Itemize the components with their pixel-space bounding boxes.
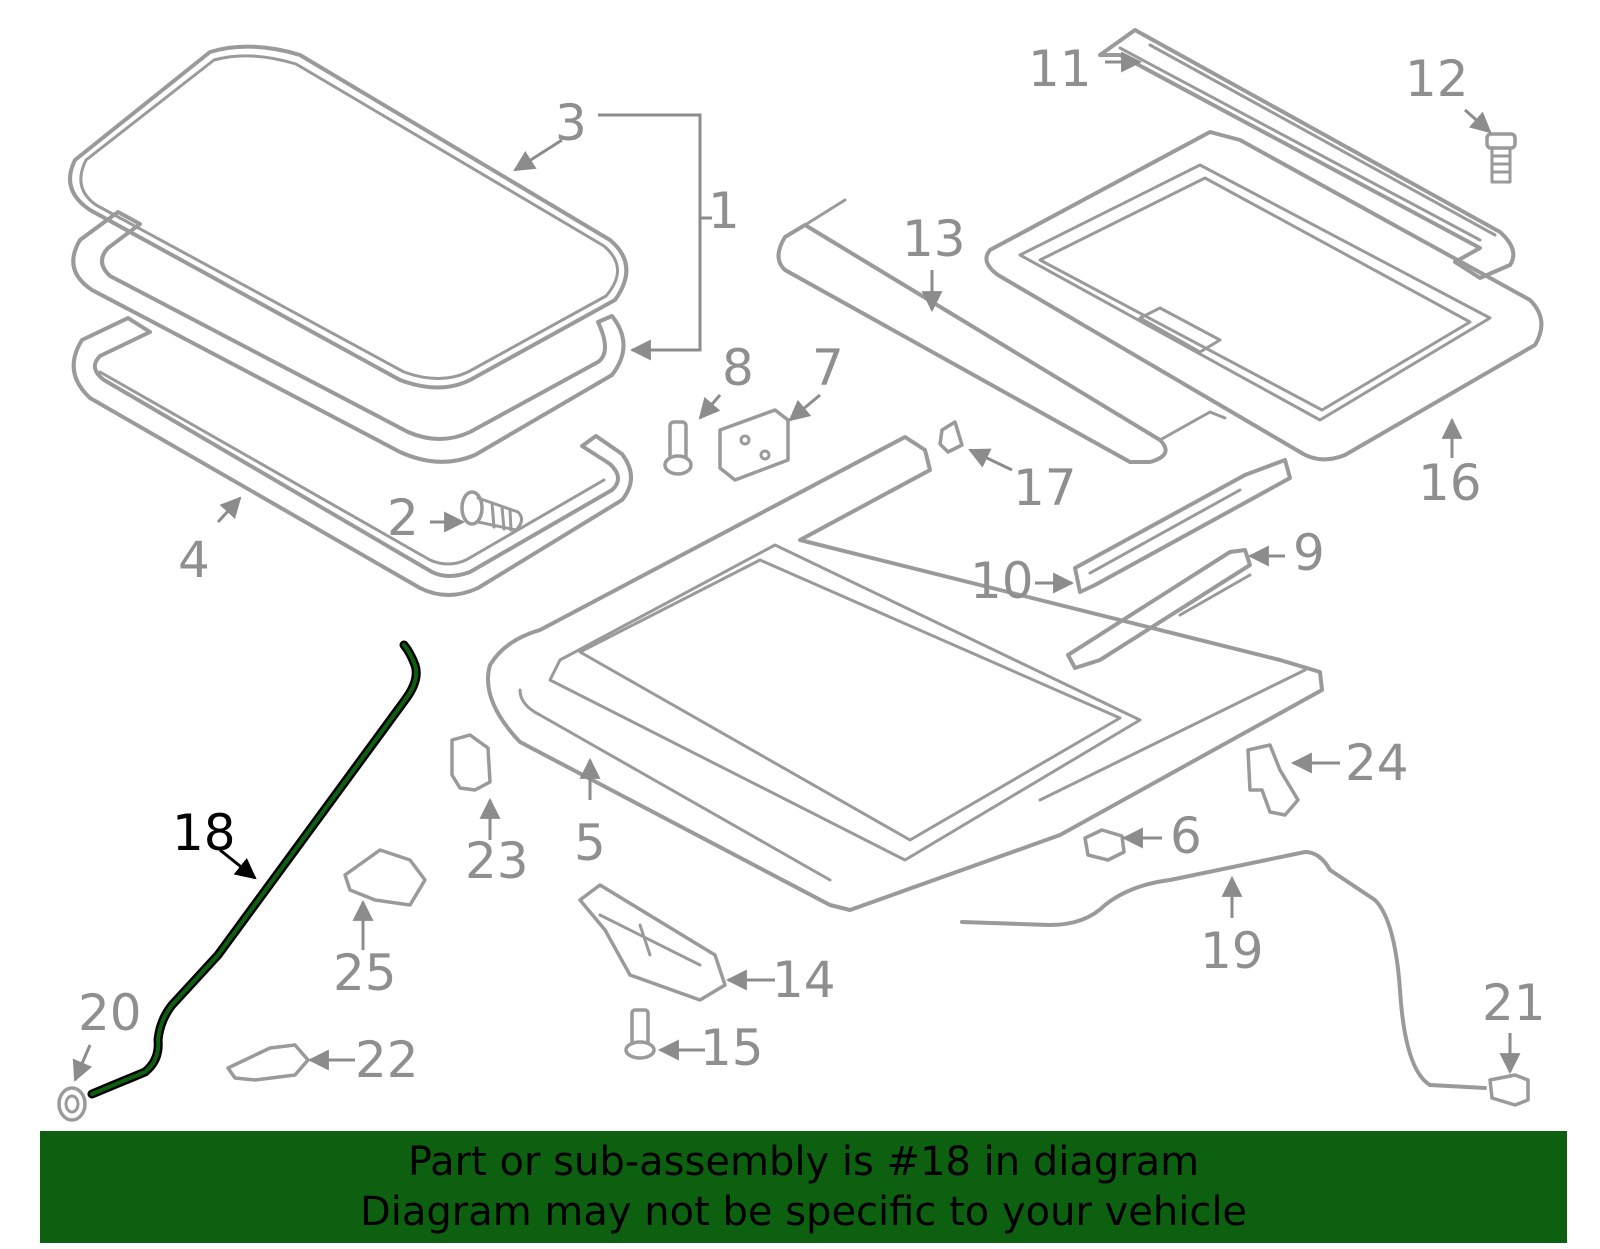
drain-hose-part-19 (960, 850, 1487, 1090)
glass-module-part-16 (984, 130, 1544, 462)
callout-3: 3 (555, 94, 587, 152)
callout-18: 18 (172, 804, 236, 862)
guide-part-10 (1073, 458, 1292, 594)
callout-17: 17 (1013, 459, 1077, 517)
callout-23: 23 (465, 832, 529, 890)
banner-line-1: Part or sub-assembly is #18 in diagram (407, 1139, 1200, 1185)
callout-4: 4 (178, 531, 210, 589)
callout-9: 9 (1293, 524, 1325, 582)
callout-15: 15 (700, 1019, 764, 1077)
bolt-part-8 (663, 420, 693, 476)
leader-lines (72, 51, 1521, 1082)
callout-1: 1 (708, 182, 740, 240)
bracket-part-7 (718, 408, 790, 482)
info-banner: Part or sub-assembly is #18 in diagram D… (40, 1131, 1567, 1243)
callout-11: 11 (1028, 40, 1092, 98)
callout-12: 12 (1405, 50, 1469, 108)
callout-7: 7 (812, 339, 844, 397)
bolt-part-15 (624, 1008, 656, 1060)
clip-part-23 (450, 733, 492, 792)
sunshade-part-13 (776, 198, 1227, 464)
main-frame-part-5 (486, 435, 1324, 912)
callout-20: 20 (78, 984, 142, 1042)
highlight-stroke (90, 643, 419, 1096)
bolt-part-12 (1485, 132, 1517, 184)
grommet-part-20 (57, 1086, 87, 1122)
bolt-part-2 (460, 490, 523, 532)
callout-6: 6 (1170, 807, 1202, 865)
glass-panel-part-3 (68, 44, 629, 390)
callout-8: 8 (722, 339, 754, 397)
callout-25: 25 (333, 944, 397, 1002)
bracket-part-24 (1246, 743, 1300, 817)
callout-16: 16 (1418, 454, 1482, 512)
callout-2: 2 (387, 489, 419, 547)
callout-19: 19 (1200, 922, 1264, 980)
drive-module-part-14 (578, 883, 727, 1002)
frame-part-4 (71, 316, 633, 597)
link-part-9 (1066, 548, 1252, 670)
bracket-part-22 (226, 1043, 310, 1082)
callout-14: 14 (772, 951, 836, 1009)
grommet-part-6 (1083, 828, 1126, 862)
callout-labels: 1 2 3 4 5 6 7 8 9 10 11 12 13 14 15 16 1… (78, 40, 1546, 1089)
clip-part-17 (938, 420, 964, 454)
callout-22: 22 (355, 1031, 419, 1089)
callout-13: 13 (902, 210, 966, 268)
callout-21: 21 (1482, 974, 1546, 1032)
callout-10: 10 (970, 552, 1034, 610)
callout-24: 24 (1345, 734, 1409, 792)
clip-part-21 (1488, 1073, 1530, 1107)
drain-hose-part-18-highlighted[interactable] (87, 640, 421, 1099)
banner-line-2: Diagram may not be specific to your vehi… (359, 1189, 1248, 1235)
callout-5: 5 (574, 814, 606, 872)
seal-ring-part-1 (71, 210, 626, 464)
bracket-part-25 (343, 848, 427, 907)
